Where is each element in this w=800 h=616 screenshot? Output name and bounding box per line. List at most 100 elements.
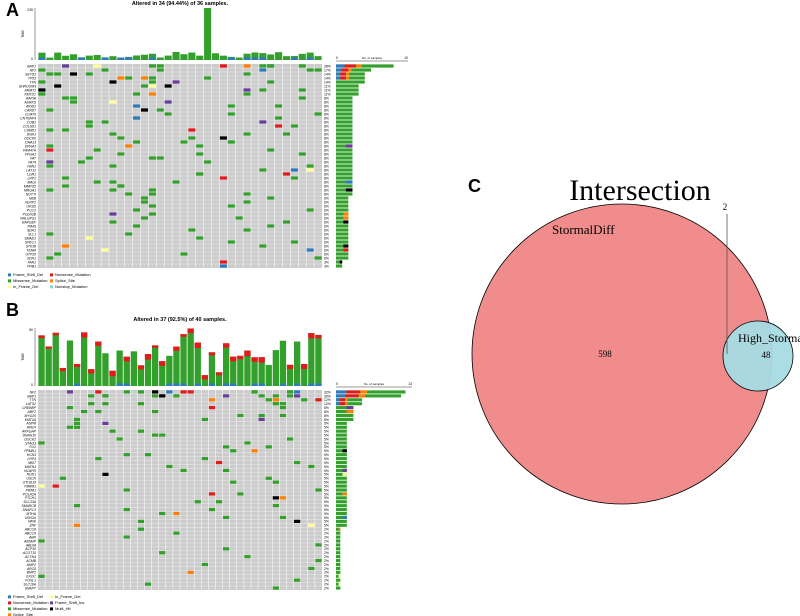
venn-count: 48 [762, 350, 772, 360]
mutation-cell [69, 100, 78, 104]
gene-label: DNAJ3 [25, 140, 36, 144]
gene-percent: 12% [324, 398, 331, 402]
gene-label: RAPGEF [22, 220, 37, 224]
tmb-bar-segment [180, 334, 187, 337]
gene-frequency-bar [336, 425, 347, 429]
mutation-cell [102, 402, 109, 406]
tmb-bar-segment [45, 346, 52, 349]
gene-percent: 6% [324, 224, 329, 228]
gene-frequency-bar [336, 168, 353, 172]
gene-label: NOD1 [27, 473, 37, 477]
tmb-bar [156, 57, 164, 60]
mutation-cell [123, 507, 130, 512]
gene-percent: 28% [324, 64, 331, 68]
mutation-cell [133, 104, 141, 108]
gene-frequency-segment [338, 574, 341, 578]
mutation-cell [219, 64, 227, 68]
tmb-bar-segment [148, 57, 156, 60]
tmb-bar [251, 52, 259, 60]
gene-label: ACP10 [24, 547, 36, 551]
mutation-cell [109, 132, 117, 136]
mutation-cell [180, 140, 188, 144]
gene-percent: 8% [324, 180, 329, 184]
gene-frequency-bar [336, 224, 349, 228]
gene-percent: 5% [324, 445, 329, 449]
gene-percent: 8% [324, 406, 329, 410]
gene-frequency-bar [336, 256, 349, 260]
tmb-bar-segment [251, 383, 258, 386]
gene-percent: 2% [324, 547, 329, 551]
gene-label: NF2 [30, 68, 37, 72]
gene-label: CREBBP [22, 406, 37, 410]
gene-label: ABR [28, 535, 37, 539]
gene-frequency-bar [336, 531, 341, 535]
mutation-cell [46, 160, 54, 164]
gene-percent: 6% [324, 244, 329, 248]
mutation-cell [196, 144, 204, 148]
venn-set-label: High_Stormal [738, 331, 800, 345]
mutation-cell [137, 390, 145, 394]
mutation-cell [258, 417, 265, 422]
gene-frequency-bar [336, 457, 347, 461]
tmb-bar-segment [223, 383, 230, 386]
mutation-cell [290, 168, 298, 172]
mutation-cell [62, 244, 70, 248]
mutation-cell [314, 256, 322, 260]
mutation-cell [144, 582, 152, 586]
gene-frequency-segment [336, 398, 340, 402]
tmb-bar-segment [180, 383, 187, 386]
mutation-cell [219, 176, 227, 180]
gene-label: KMT2A [25, 418, 37, 422]
mutation-cell [54, 72, 62, 76]
gene-label: EXOC [26, 575, 36, 579]
gene-frequency-bar [336, 437, 347, 441]
gene-label: ARID2 [25, 104, 36, 108]
gene-label: POLA2A [23, 492, 37, 496]
gene-label: BAP1 [27, 64, 36, 68]
tmb-bar-segment [194, 342, 201, 348]
mutation-cell [46, 108, 54, 112]
mutation-cell [81, 409, 88, 414]
mutation-cell [66, 425, 74, 429]
gene-label: ASPM [25, 422, 36, 426]
mutation-cell [66, 405, 74, 410]
mutation-cell [109, 100, 117, 104]
tmb-bar-segment [88, 369, 95, 374]
mutation-cell [237, 413, 244, 418]
gene-label: STK38 [26, 244, 36, 248]
mutation-cell [88, 402, 95, 406]
gene-frequency-bar [336, 92, 359, 96]
gene-frequency-bar [336, 180, 353, 184]
mutation-cell [109, 164, 117, 168]
mutation-cell [164, 84, 172, 88]
gene-frequency-bar [336, 406, 354, 410]
tmb-bar-segment [125, 57, 133, 60]
mutation-cell [152, 390, 159, 394]
mutation-cell [204, 160, 212, 164]
mutation-cell [306, 164, 314, 168]
tmb-bar-segment [215, 372, 223, 376]
mutation-cell [314, 112, 322, 116]
tmb-bar [279, 340, 287, 386]
tmb-bar-segment [306, 57, 314, 60]
mutation-cell [166, 390, 173, 394]
gene-label: ARFGAP [21, 430, 37, 434]
tmb-bar-segment [95, 341, 102, 346]
gene-label: BMP2 [27, 571, 36, 575]
gene-label: MTHA [26, 512, 36, 516]
tmb-bar-segment [258, 383, 265, 386]
tmb-bar [306, 52, 314, 60]
gene-percent: 8% [324, 418, 329, 422]
tmb-bar-segment [137, 365, 145, 370]
tmb-bar-segment [230, 356, 237, 362]
gene-percent: 11% [324, 88, 331, 92]
mutation-cell [117, 136, 125, 140]
gene-label: AURKS [23, 100, 36, 104]
tmb-bar-segment [301, 364, 308, 369]
tmb-axis-min: 0 [31, 383, 33, 387]
mutation-cell [259, 88, 267, 92]
gene-label: SLL1 [28, 232, 36, 236]
tmb-bar [66, 340, 74, 386]
mutation-cell [294, 519, 301, 524]
gene-label: ABLIM [25, 543, 36, 547]
